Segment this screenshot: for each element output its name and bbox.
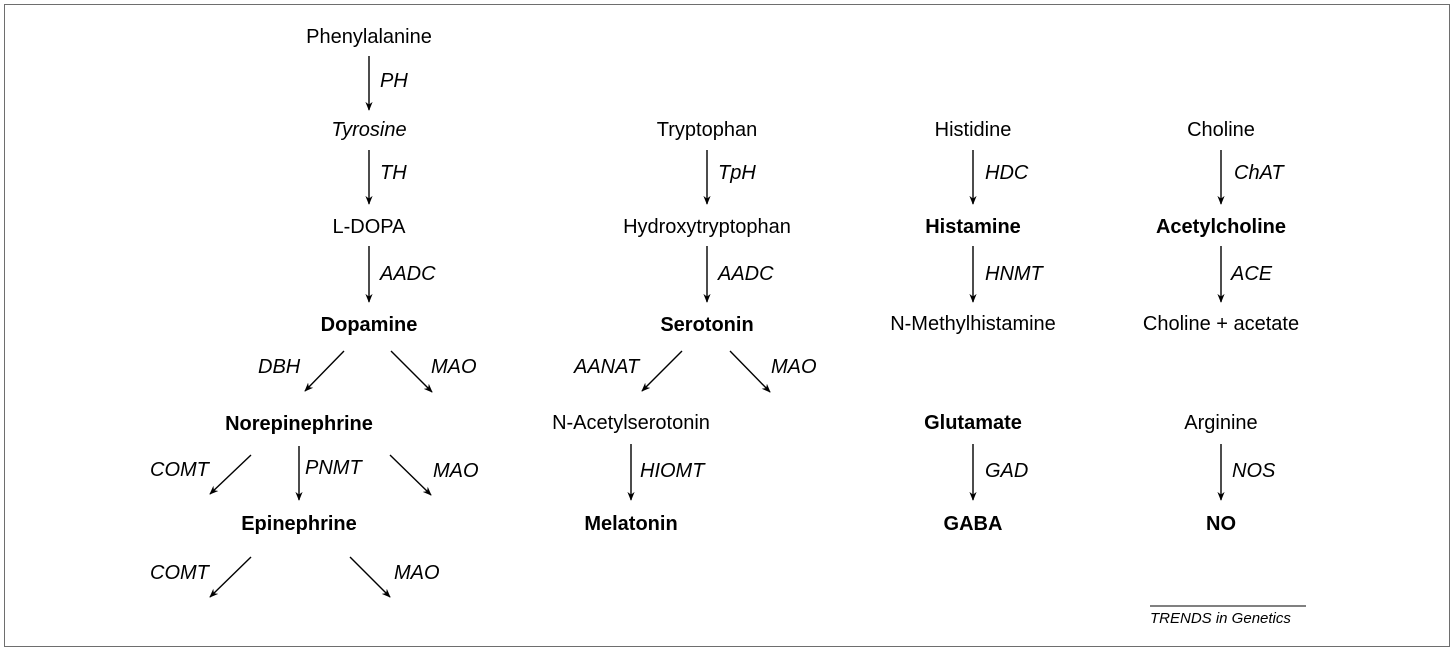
enzyme-ph: PH	[380, 70, 408, 92]
enzyme-gad: GAD	[985, 460, 1028, 482]
node-choline-acetate: Choline + acetate	[1143, 313, 1299, 335]
enzyme-th: TH	[380, 162, 407, 184]
enzyme-aanat: AANAT	[573, 356, 641, 378]
arrow-comt-ne	[209, 454, 252, 495]
node-phenylalanine: Phenylalanine	[306, 26, 432, 48]
node-l-dopa: L-DOPA	[333, 216, 407, 238]
enzyme-mao-dopamine: MAO	[431, 356, 477, 378]
node-n-methylhistamine: N-Methylhistamine	[890, 313, 1056, 335]
arrow-mao-epi	[349, 556, 391, 598]
enzyme-dbh: DBH	[258, 356, 301, 378]
enzyme-mao-ne: MAO	[433, 460, 479, 482]
arrow-comt-epi	[209, 556, 252, 598]
arrow-mao-serotonin	[729, 350, 771, 393]
node-norepinephrine: Norepinephrine	[225, 413, 373, 435]
node-glutamate: Glutamate	[924, 412, 1022, 434]
node-tryptophan: Tryptophan	[657, 119, 757, 141]
enzyme-tph: TpH	[718, 162, 756, 184]
node-no: NO	[1206, 513, 1236, 535]
node-histidine: Histidine	[935, 119, 1012, 141]
node-choline: Choline	[1187, 119, 1255, 141]
enzyme-hnmt: HNMT	[985, 263, 1045, 285]
enzyme-comt-ne: COMT	[150, 459, 211, 481]
enzyme-aadc-serotonin: AADC	[717, 263, 774, 285]
node-histamine: Histamine	[925, 216, 1021, 238]
figure-frame	[4, 4, 1450, 647]
credit-text: TRENDS in Genetics	[1150, 610, 1291, 627]
node-n-acetylserotonin: N-Acetylserotonin	[552, 412, 710, 434]
arrow-aanat	[641, 350, 683, 392]
node-epinephrine: Epinephrine	[241, 513, 357, 535]
node-tyrosine: Tyrosine	[331, 119, 406, 141]
node-melatonin: Melatonin	[584, 513, 677, 535]
enzyme-hiomt: HIOMT	[640, 460, 706, 482]
node-hydroxytryptophan: Hydroxytryptophan	[623, 216, 791, 238]
node-gaba: GABA	[944, 513, 1003, 535]
enzyme-comt-epi: COMT	[150, 562, 211, 584]
node-dopamine: Dopamine	[321, 314, 418, 336]
node-serotonin: Serotonin	[660, 314, 753, 336]
enzyme-hdc: HDC	[985, 162, 1029, 184]
enzyme-chat: ChAT	[1234, 162, 1285, 184]
arrow-dbh	[304, 350, 345, 392]
enzyme-mao-serotonin: MAO	[771, 356, 817, 378]
arrow-mao-dopamine	[390, 350, 433, 393]
arrow-mao-ne	[389, 454, 432, 496]
enzyme-pnmt: PNMT	[305, 457, 363, 479]
enzyme-mao-epi: MAO	[394, 562, 440, 584]
enzyme-ace: ACE	[1230, 263, 1273, 285]
enzyme-nos: NOS	[1232, 460, 1276, 482]
enzyme-aadc-catecholamine: AADC	[379, 263, 436, 285]
node-arginine: Arginine	[1184, 412, 1257, 434]
node-acetylcholine: Acetylcholine	[1156, 216, 1286, 238]
